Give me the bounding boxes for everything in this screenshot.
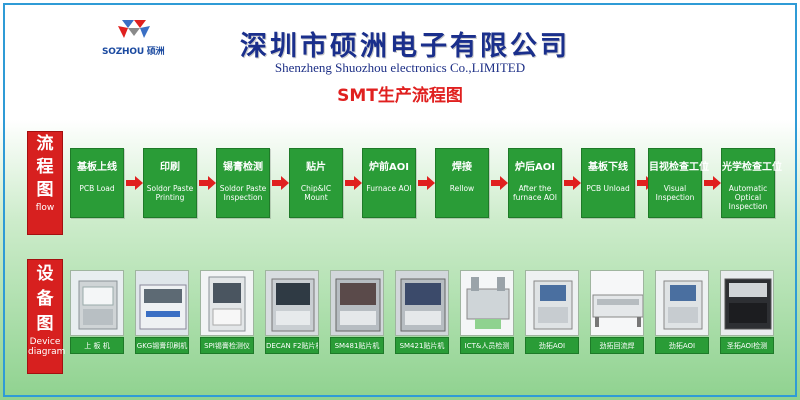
mounter-machine-icon bbox=[265, 270, 319, 336]
device-label-char: 设 bbox=[36, 264, 54, 284]
device-caption: GKG锡膏印刷机 bbox=[135, 337, 189, 354]
aoi-machine-icon bbox=[525, 270, 579, 336]
logo-text: SOZHOU 硕洲 bbox=[102, 47, 165, 57]
flow-step-cn: 炉后AOI bbox=[515, 162, 555, 173]
mounter-machine-icon bbox=[330, 270, 384, 336]
device-card: GKG锡膏印刷机 bbox=[135, 270, 189, 358]
flow-step-en: Rellow bbox=[449, 184, 475, 193]
flow-step-cn: 焊接 bbox=[452, 162, 472, 173]
device-card: ICT&人员检测 bbox=[460, 270, 514, 358]
reflow-oven-icon bbox=[590, 270, 644, 336]
device-row: 上 板 机 GKG锡膏印刷机 SPI锡膏检测仪 DECAN F2贴片机 SM48… bbox=[70, 270, 780, 358]
flow-step-cn: 光学检查工位 bbox=[722, 162, 782, 173]
flow-step: 印刷 Soldor Paste Printing bbox=[143, 148, 197, 218]
flow-step: 基板上线 PCB Load bbox=[70, 148, 124, 218]
flow-step-cn: 目视检查工位 bbox=[649, 162, 709, 173]
device-card: DECAN F2贴片机 bbox=[265, 270, 319, 358]
flow-step-en: Soldor Paste Printing bbox=[146, 184, 194, 202]
flow-step: 目视检查工位 Visual Inspection bbox=[648, 148, 709, 218]
flow-side-label: 流 程 图 flow bbox=[27, 131, 63, 235]
aoi-machine-icon bbox=[655, 270, 709, 336]
device-card: 劲拓AOI bbox=[655, 270, 709, 358]
arrow-right-icon bbox=[199, 176, 216, 190]
flow-step-en: Furnace AOI bbox=[366, 184, 412, 193]
flow-step: 炉前AOI Furnace AOI bbox=[362, 148, 416, 218]
device-caption: 劲拓AOI bbox=[655, 337, 709, 354]
flow-step-cn: 基板下线 bbox=[588, 162, 628, 173]
flow-step-en: Soldor Paste Inspection bbox=[219, 184, 267, 202]
company-name-en: Shenzheng Shuozhou electronics Co.,LIMIT… bbox=[274, 60, 526, 75]
flow-label-char: 程 bbox=[36, 157, 54, 177]
flow-label-char: 图 bbox=[36, 180, 54, 200]
flow-step-en: Automatic Optical Inspection bbox=[728, 184, 768, 211]
page-title: SMT生产流程图 bbox=[337, 86, 463, 106]
flow-label-char: 流 bbox=[36, 134, 54, 154]
device-caption: ICT&人员检测 bbox=[460, 337, 514, 354]
flow-step: 炉后AOI After the furnace AOI bbox=[508, 148, 562, 218]
flow-step-cn: 锡膏检测 bbox=[223, 162, 263, 173]
flow-step: 基板下线 PCB Unload bbox=[581, 148, 635, 218]
process-flow-row: 基板上线 PCB Load 印刷 Soldor Paste Printing 锡… bbox=[70, 148, 782, 218]
company-logo bbox=[104, 18, 166, 66]
device-caption: 上 板 机 bbox=[70, 337, 124, 354]
flow-step: 贴片 Chip&IC Mount bbox=[289, 148, 343, 218]
arrow-right-icon bbox=[345, 176, 362, 190]
device-card: SPI锡膏检测仪 bbox=[200, 270, 254, 358]
spi-machine-icon bbox=[200, 270, 254, 336]
device-caption: 劲拓回流焊 bbox=[590, 337, 644, 354]
device-card: 上 板 机 bbox=[70, 270, 124, 358]
ict-station-icon bbox=[460, 270, 514, 336]
device-caption: 圣拓AOI检测 bbox=[720, 337, 774, 354]
arrow-right-icon bbox=[564, 176, 581, 190]
device-card: 圣拓AOI检测 bbox=[720, 270, 774, 358]
arrow-right-icon bbox=[704, 176, 721, 190]
device-card: SM481贴片机 bbox=[330, 270, 384, 358]
device-caption: DECAN F2贴片机 bbox=[265, 337, 319, 354]
flow-step-en: Chip&IC Mount bbox=[300, 184, 332, 202]
device-side-label: 设 备 图 Device diagram bbox=[27, 259, 66, 374]
flow-step-cn: 印刷 bbox=[160, 162, 180, 173]
company-name-cn: 深圳市硕洲电子有限公司 bbox=[240, 31, 570, 62]
arrow-right-icon bbox=[126, 176, 143, 190]
device-caption: SPI锡膏检测仪 bbox=[200, 337, 254, 354]
device-card: 劲拓回流焊 bbox=[590, 270, 644, 358]
loader-machine-icon bbox=[70, 270, 124, 336]
flow-step: 光学检查工位 Automatic Optical Inspection bbox=[721, 148, 782, 218]
flow-step-en: Visual Inspection bbox=[655, 184, 695, 202]
flow-step-en: PCB Unload bbox=[586, 184, 630, 193]
flow-step-en: PCB Load bbox=[79, 184, 115, 193]
device-caption: SM421贴片机 bbox=[395, 337, 449, 354]
page-frame bbox=[3, 3, 797, 397]
mounter-machine-icon bbox=[395, 270, 449, 336]
device-card: 劲拓AOI bbox=[525, 270, 579, 358]
flow-label-en: flow bbox=[35, 203, 55, 213]
flow-step-cn: 基板上线 bbox=[77, 162, 117, 173]
flow-step-en: After the furnace AOI bbox=[513, 184, 557, 202]
device-label-char: 备 bbox=[36, 289, 54, 309]
arrow-right-icon bbox=[491, 176, 508, 190]
aoi-machine-icon bbox=[720, 270, 774, 336]
flow-step: 锡膏检测 Soldor Paste Inspection bbox=[216, 148, 270, 218]
arrow-right-icon bbox=[272, 176, 289, 190]
arrow-right-icon bbox=[418, 176, 435, 190]
flow-step-cn: 贴片 bbox=[306, 162, 326, 173]
device-label-char: 图 bbox=[36, 314, 54, 334]
device-card: SM421贴片机 bbox=[395, 270, 449, 358]
printer-machine-icon bbox=[135, 270, 189, 336]
device-label-en: Device diagram bbox=[28, 337, 66, 357]
flow-step-cn: 炉前AOI bbox=[369, 162, 409, 173]
device-caption: 劲拓AOI bbox=[525, 337, 579, 354]
device-caption: SM481贴片机 bbox=[330, 337, 384, 354]
flow-step: 焊接 Rellow bbox=[435, 148, 489, 218]
